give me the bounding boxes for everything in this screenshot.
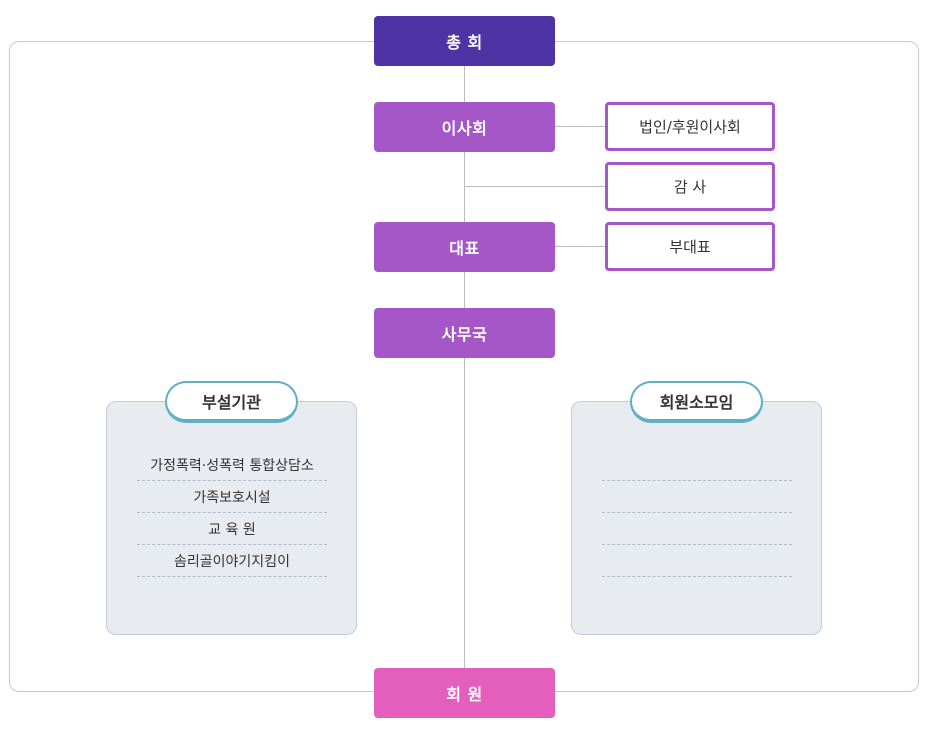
groups-item [602,546,792,577]
affiliated-item: 가정폭력·성폭력 통합상담소 [137,450,327,481]
auditor-connector [465,186,606,187]
groups-item [602,482,792,513]
affiliated-item: 가족보호시설 [137,482,327,513]
groups-panel [571,401,822,635]
affiliated-item: 솜리골이야기지킴이 [137,546,327,577]
vice-representative-box: 부대표 [605,222,775,271]
groups-item [602,450,792,481]
representative-node: 대표 [374,222,555,272]
main-vertical-line [464,66,465,668]
auditor-box: 감 사 [605,162,775,211]
groups-list [602,449,792,577]
board-connector [555,126,606,127]
vice-connector [555,246,606,247]
groups-item [602,514,792,545]
affiliated-list: 가정폭력·성폭력 통합상담소 가족보호시설 교 육 원 솜리골이야기지킴이 [137,449,327,577]
members-node: 회 원 [374,668,555,718]
groups-title: 회원소모임 [630,381,763,423]
affiliated-title: 부설기관 [165,381,298,423]
secretariat-node: 사무국 [374,308,555,358]
general-assembly-node: 총 회 [374,16,555,66]
affiliated-item: 교 육 원 [137,514,327,545]
affiliated-panel: 가정폭력·성폭력 통합상담소 가족보호시설 교 육 원 솜리골이야기지킴이 [106,401,357,635]
board-node: 이사회 [374,102,555,152]
corporate-board-box: 법인/후원이사회 [605,102,775,151]
